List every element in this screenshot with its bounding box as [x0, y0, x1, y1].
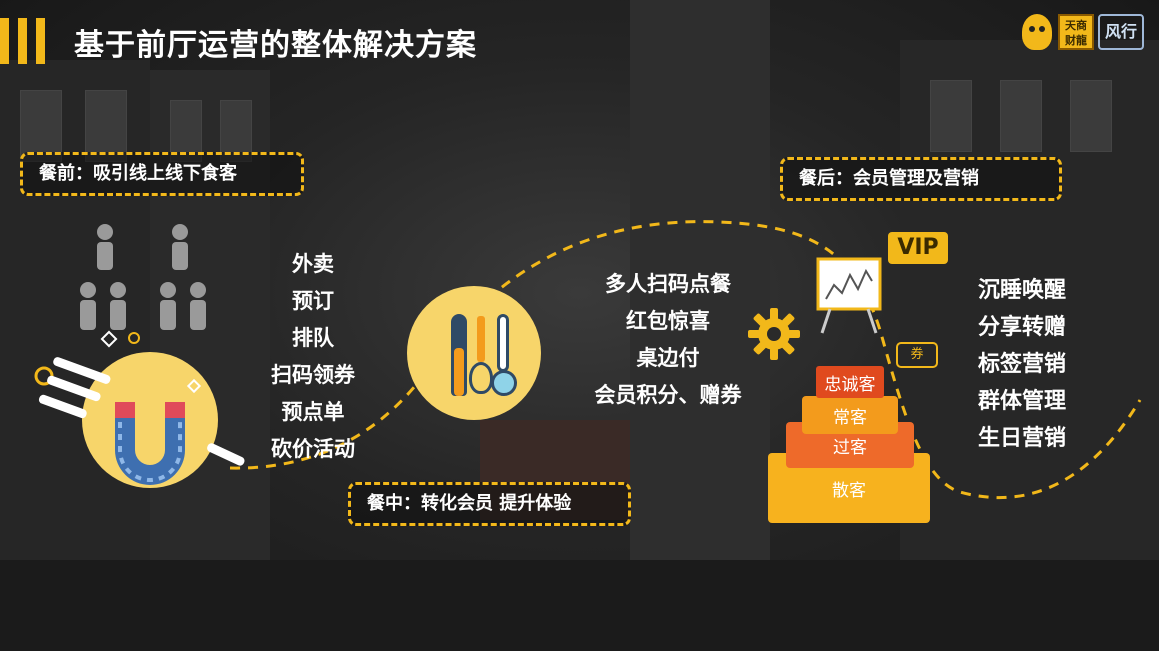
stage-during-meal: 餐中：转化会员 提升体验 [348, 482, 631, 526]
gear-icon [748, 308, 800, 360]
people-icon [80, 224, 206, 330]
page-title: 基于前厅运营的整体解决方案 [74, 28, 477, 63]
background-street [0, 560, 1159, 651]
after-item-share: 分享转赠 [978, 315, 1067, 340]
pyramid-label-sanke: 散客 [832, 480, 866, 501]
before-item-bargain: 砍价活动 [271, 437, 355, 461]
stage-after-meal: 餐后：会员管理及营销 [780, 157, 1062, 201]
coupon-icon: 券 [896, 342, 938, 368]
mascot-logo-icon [1022, 14, 1052, 50]
pyramid-label-changke: 常客 [833, 407, 867, 428]
background-window [170, 100, 202, 162]
fengxing-logo: 风行 [1098, 14, 1144, 50]
background-building-center [630, 0, 770, 651]
during-item-points: 会员积分、赠券 [594, 383, 742, 407]
before-item-paidui: 排队 [292, 326, 334, 350]
title-accent-bars [0, 18, 48, 64]
after-item-tag-marketing: 标签营销 [978, 352, 1067, 377]
after-item-group-management: 群体管理 [978, 389, 1067, 414]
pyramid-label-zhongchengke: 忠诚客 [824, 374, 876, 395]
after-item-wakeup: 沉睡唤醒 [978, 278, 1067, 303]
vip-badge-icon: VIP [888, 232, 948, 264]
chart-board-icon [816, 257, 882, 334]
before-item-preorder: 预点单 [281, 400, 345, 424]
pyramid-label-guoke: 过客 [833, 437, 867, 458]
during-meal-list: 多人扫码点餐 红包惊喜 桌边付 会员积分、赠券 [573, 266, 763, 414]
during-item-table-pay: 桌边付 [636, 346, 700, 370]
after-item-birthday-marketing: 生日营销 [978, 426, 1067, 451]
background-window [20, 90, 62, 162]
pyramid-tier-changke: 常客 [802, 396, 898, 434]
before-item-coupon: 扫码领券 [271, 363, 355, 387]
during-item-scan-order: 多人扫码点餐 [605, 272, 731, 296]
background-window [1000, 80, 1042, 152]
before-item-waimai: 外卖 [292, 252, 334, 276]
stage-before-meal: 餐前：吸引线上线下食客 [20, 152, 304, 196]
background-window [930, 80, 972, 152]
kitchen-utensils-icon [407, 286, 541, 420]
before-meal-list: 外卖 预订 排队 扫码领券 预点单 砍价活动 [258, 246, 368, 468]
during-item-red-packet: 红包惊喜 [626, 309, 710, 333]
background-window [1070, 80, 1112, 152]
magnet-icon [34, 330, 245, 488]
tianshang-logo: 天商 财龍 [1058, 14, 1094, 50]
logo-line-2: 财龍 [1065, 34, 1087, 47]
before-item-yuding: 预订 [292, 289, 334, 313]
logo-line-1: 天商 [1065, 19, 1087, 32]
after-meal-list: 沉睡唤醒 分享转赠 标签营销 群体管理 生日营销 [978, 272, 1098, 457]
pyramid-tier-zhongchengke: 忠诚客 [816, 366, 884, 398]
